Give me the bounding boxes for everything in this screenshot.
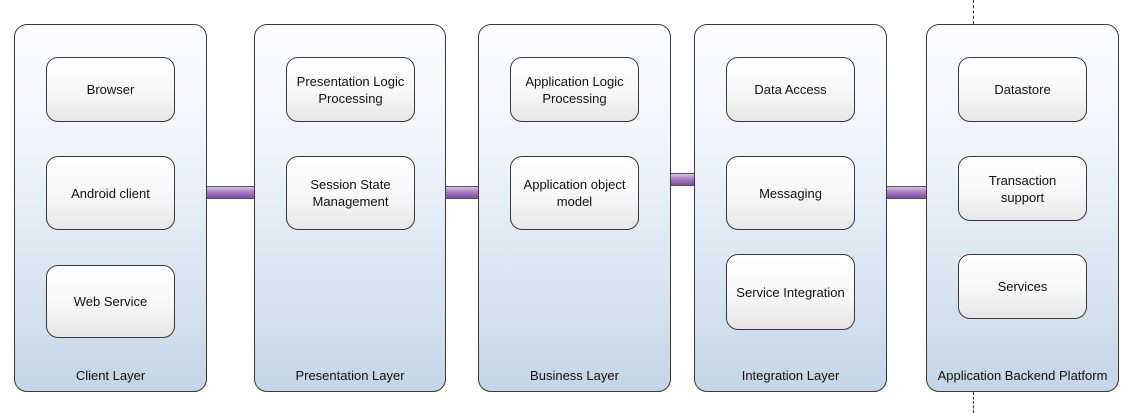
component-web-service: Web Service	[46, 265, 175, 338]
component-session-state-management: Session State Management	[286, 156, 415, 230]
component-presentation-logic-processing: Presentation Logic Processing	[286, 57, 415, 122]
component-transaction-support: Transaction support	[958, 156, 1087, 221]
connector-presentation-business	[445, 186, 480, 199]
layer-client: Browser Android client Web Service Clien…	[14, 24, 207, 392]
component-service-integration: Service Integration	[726, 254, 855, 330]
connector-business-integration	[670, 173, 696, 186]
connector-client-presentation	[206, 186, 256, 199]
layer-title-business: Business Layer	[530, 368, 619, 383]
layer-business: Application Logic Processing Application…	[478, 24, 671, 392]
component-application-logic-processing: Application Logic Processing	[510, 57, 639, 122]
layer-application-backend-platform: Datastore Transaction support Services A…	[926, 24, 1119, 392]
boundary-dashed-line-top	[973, 0, 974, 24]
layer-title-client: Client Layer	[75, 368, 146, 383]
boundary-dashed-line-bottom	[973, 392, 974, 413]
layer-presentation: Presentation Logic Processing Session St…	[254, 24, 446, 392]
component-android-client: Android client	[46, 156, 175, 230]
layer-title-application-backend-platform: Application Backend Platform	[937, 368, 1108, 383]
layer-title-presentation: Presentation Layer	[295, 368, 405, 383]
component-datastore: Datastore	[958, 57, 1087, 122]
layer-title-integration: Integration Layer	[741, 368, 840, 383]
component-messaging: Messaging	[726, 156, 855, 230]
component-browser: Browser	[46, 57, 175, 122]
component-services: Services	[958, 254, 1087, 319]
connector-integration-backend	[886, 186, 928, 199]
component-data-access: Data Access	[726, 57, 855, 122]
layer-integration: Data Access Messaging Service Integratio…	[694, 24, 887, 392]
component-application-object-model: Application object model	[510, 156, 639, 230]
